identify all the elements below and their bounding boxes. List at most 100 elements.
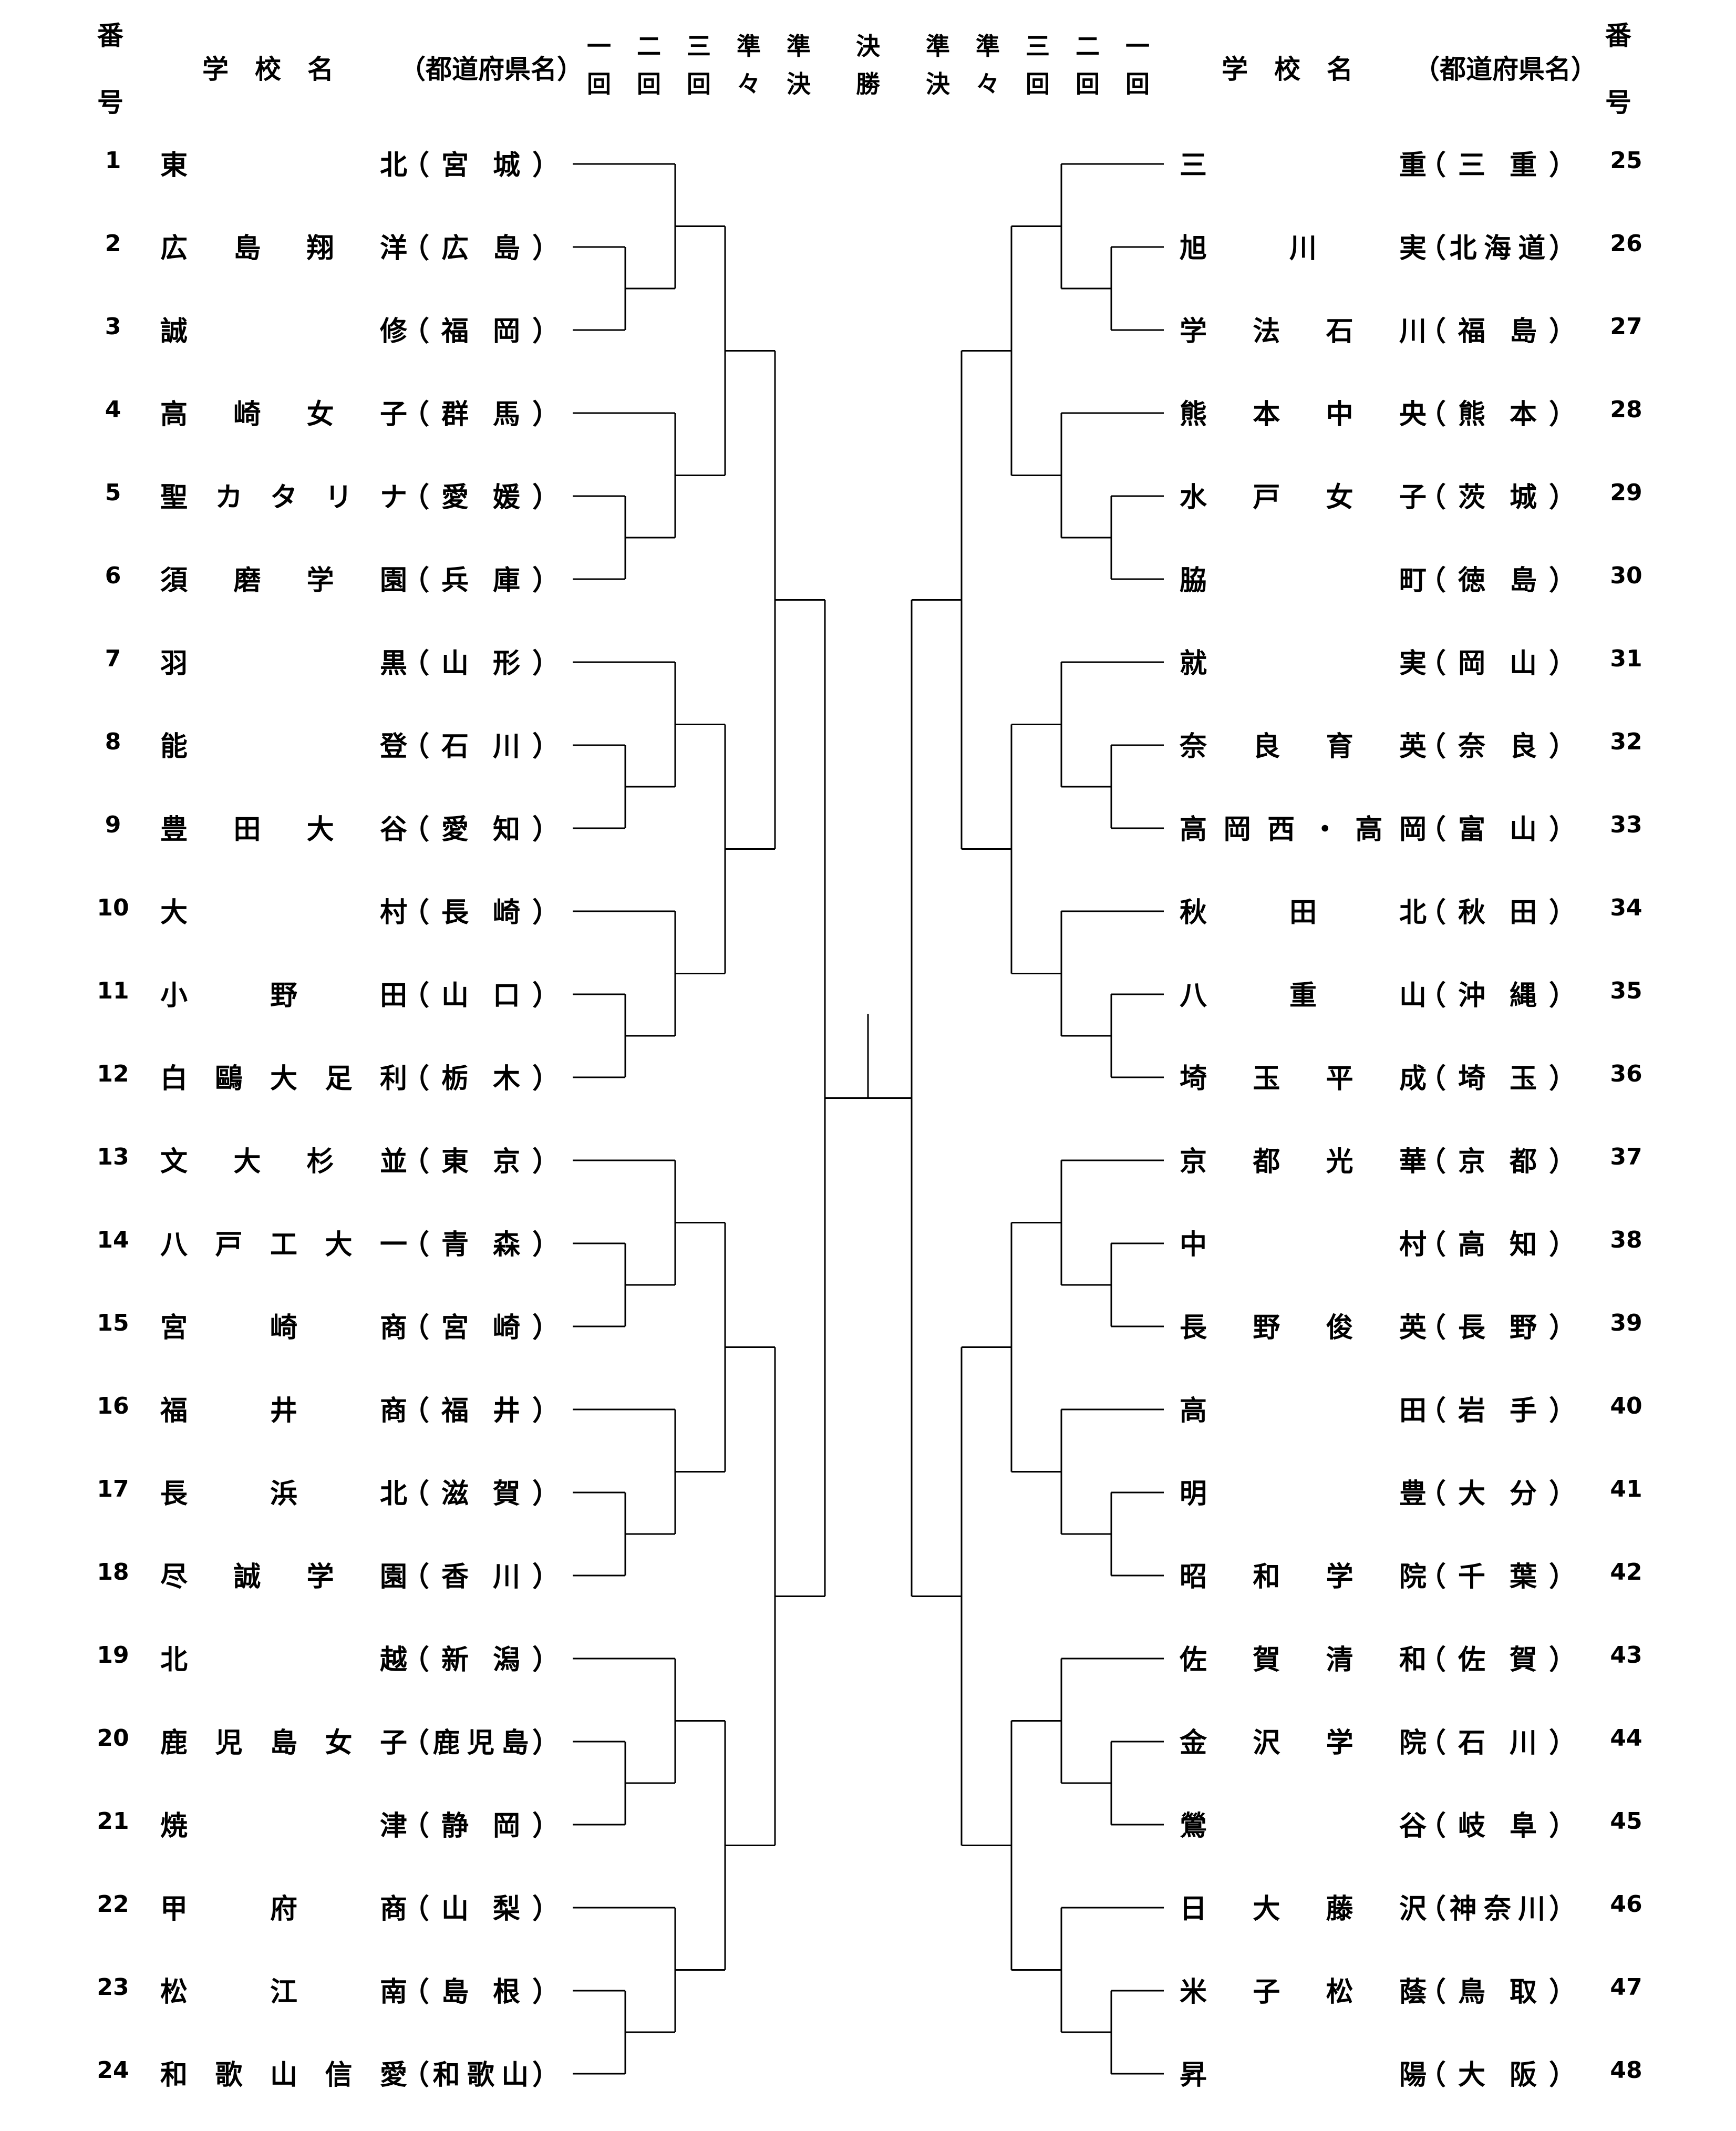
team-prefecture: （富山） [1419, 814, 1576, 846]
team-prefecture: （高知） [1419, 1229, 1576, 1261]
round-label-r4: 二回 [1076, 32, 1100, 98]
team-prefecture: （愛媛） [402, 482, 560, 513]
school-header-left: 学 校 名 [202, 54, 334, 85]
team-number: 39 [1610, 1310, 1642, 1336]
team-school: 八重山 [1180, 980, 1427, 1012]
team-prefecture: （徳島） [1419, 565, 1576, 596]
team-number: 11 [97, 977, 129, 1004]
team-school: 北越 [160, 1644, 407, 1676]
team-number: 5 [105, 479, 121, 506]
team-prefecture: （兵庫） [402, 565, 560, 596]
team-school: 学法石川 [1180, 316, 1427, 347]
team-school: 長浜北 [160, 1478, 407, 1510]
team-number: 36 [1610, 1061, 1642, 1087]
team-number: 33 [1610, 811, 1642, 838]
team-prefecture: （福井） [402, 1395, 560, 1427]
team-number: 20 [97, 1725, 129, 1752]
team-school: 豊田大谷 [160, 814, 407, 846]
number-header-right: 番 [1605, 20, 1631, 51]
team-prefecture: （和歌山） [402, 2060, 560, 2091]
team-number: 18 [97, 1559, 129, 1586]
team-row: 19 北越（新潟） [0, 1638, 1736, 1680]
team-number: 21 [97, 1808, 129, 1835]
team-school: 小野田 [160, 980, 407, 1012]
team-school: 能登 [160, 731, 407, 763]
team-number: 34 [1610, 894, 1642, 921]
team-school: 埼玉平成 [1180, 1063, 1427, 1095]
round-label-r2: 準々 [976, 32, 1000, 98]
team-school: 旭川実 [1180, 233, 1427, 264]
team-school: 三重 [1180, 150, 1427, 181]
team-prefecture: （神奈川） [1419, 1893, 1576, 1925]
round-label-l5: 準決 [787, 32, 811, 98]
team-number: 7 [105, 645, 121, 672]
team-school: 尽誠学園 [160, 1561, 407, 1593]
team-school: 宮崎商 [160, 1312, 407, 1344]
team-number: 14 [97, 1227, 129, 1253]
team-prefecture: （福島） [1419, 316, 1576, 347]
team-school: 就実 [1180, 648, 1427, 680]
round-label-l1: 一回 [587, 32, 611, 98]
team-number: 40 [1610, 1393, 1642, 1419]
team-prefecture: （大阪） [1419, 2060, 1576, 2091]
team-school: 和歌山信愛 [160, 2060, 407, 2091]
round-label-final: 決勝 [856, 32, 880, 98]
team-number: 27 [1610, 313, 1642, 340]
team-row: 33 高岡西・高岡（富山） [0, 807, 1736, 849]
team-prefecture: （北海道） [1419, 233, 1576, 264]
team-prefecture: （奈良） [1419, 731, 1576, 763]
team-prefecture: （茨城） [1419, 482, 1576, 513]
team-prefecture: （青森） [402, 1229, 560, 1261]
team-number: 29 [1610, 479, 1642, 506]
team-prefecture: （佐賀） [1419, 1644, 1576, 1676]
round-label-r1: 準決 [926, 32, 950, 98]
team-prefecture: （広島） [402, 233, 560, 264]
team-number: 25 [1610, 147, 1642, 174]
team-prefecture: （新潟） [402, 1644, 560, 1676]
team-school: 熊本中央 [1180, 399, 1427, 430]
team-prefecture: （東京） [402, 1146, 560, 1178]
team-school: 金沢学院 [1180, 1727, 1427, 1759]
team-prefecture: （京都） [1419, 1146, 1576, 1178]
team-number: 35 [1610, 977, 1642, 1004]
team-school: 高岡西・高岡 [1180, 814, 1427, 846]
team-number: 15 [97, 1310, 129, 1336]
team-number: 37 [1610, 1144, 1642, 1170]
team-school: 大村 [160, 897, 407, 929]
team-number: 28 [1610, 396, 1642, 423]
team-school: 広島翔洋 [160, 233, 407, 264]
round-label-l4: 準々 [737, 32, 761, 98]
team-prefecture: （岩手） [1419, 1395, 1576, 1427]
round-label-r3: 三回 [1026, 32, 1050, 98]
team-school: 中村 [1180, 1229, 1427, 1261]
team-school: 八戸工大一 [160, 1229, 407, 1261]
team-number: 23 [97, 1974, 129, 2001]
team-prefecture: （岡山） [1419, 648, 1576, 680]
team-school: 奈良育英 [1180, 731, 1427, 763]
team-school: 高田 [1180, 1395, 1427, 1427]
round-label-l3: 三回 [687, 32, 711, 98]
team-school: 須磨学園 [160, 565, 407, 596]
number-header-left-bottom: 号 [97, 87, 123, 118]
team-school: 昭和学院 [1180, 1561, 1427, 1593]
team-number: 47 [1610, 1974, 1642, 2001]
team-number: 43 [1610, 1642, 1642, 1669]
team-number: 19 [97, 1642, 129, 1669]
pref-header-left: （都道府県名） [399, 54, 583, 85]
